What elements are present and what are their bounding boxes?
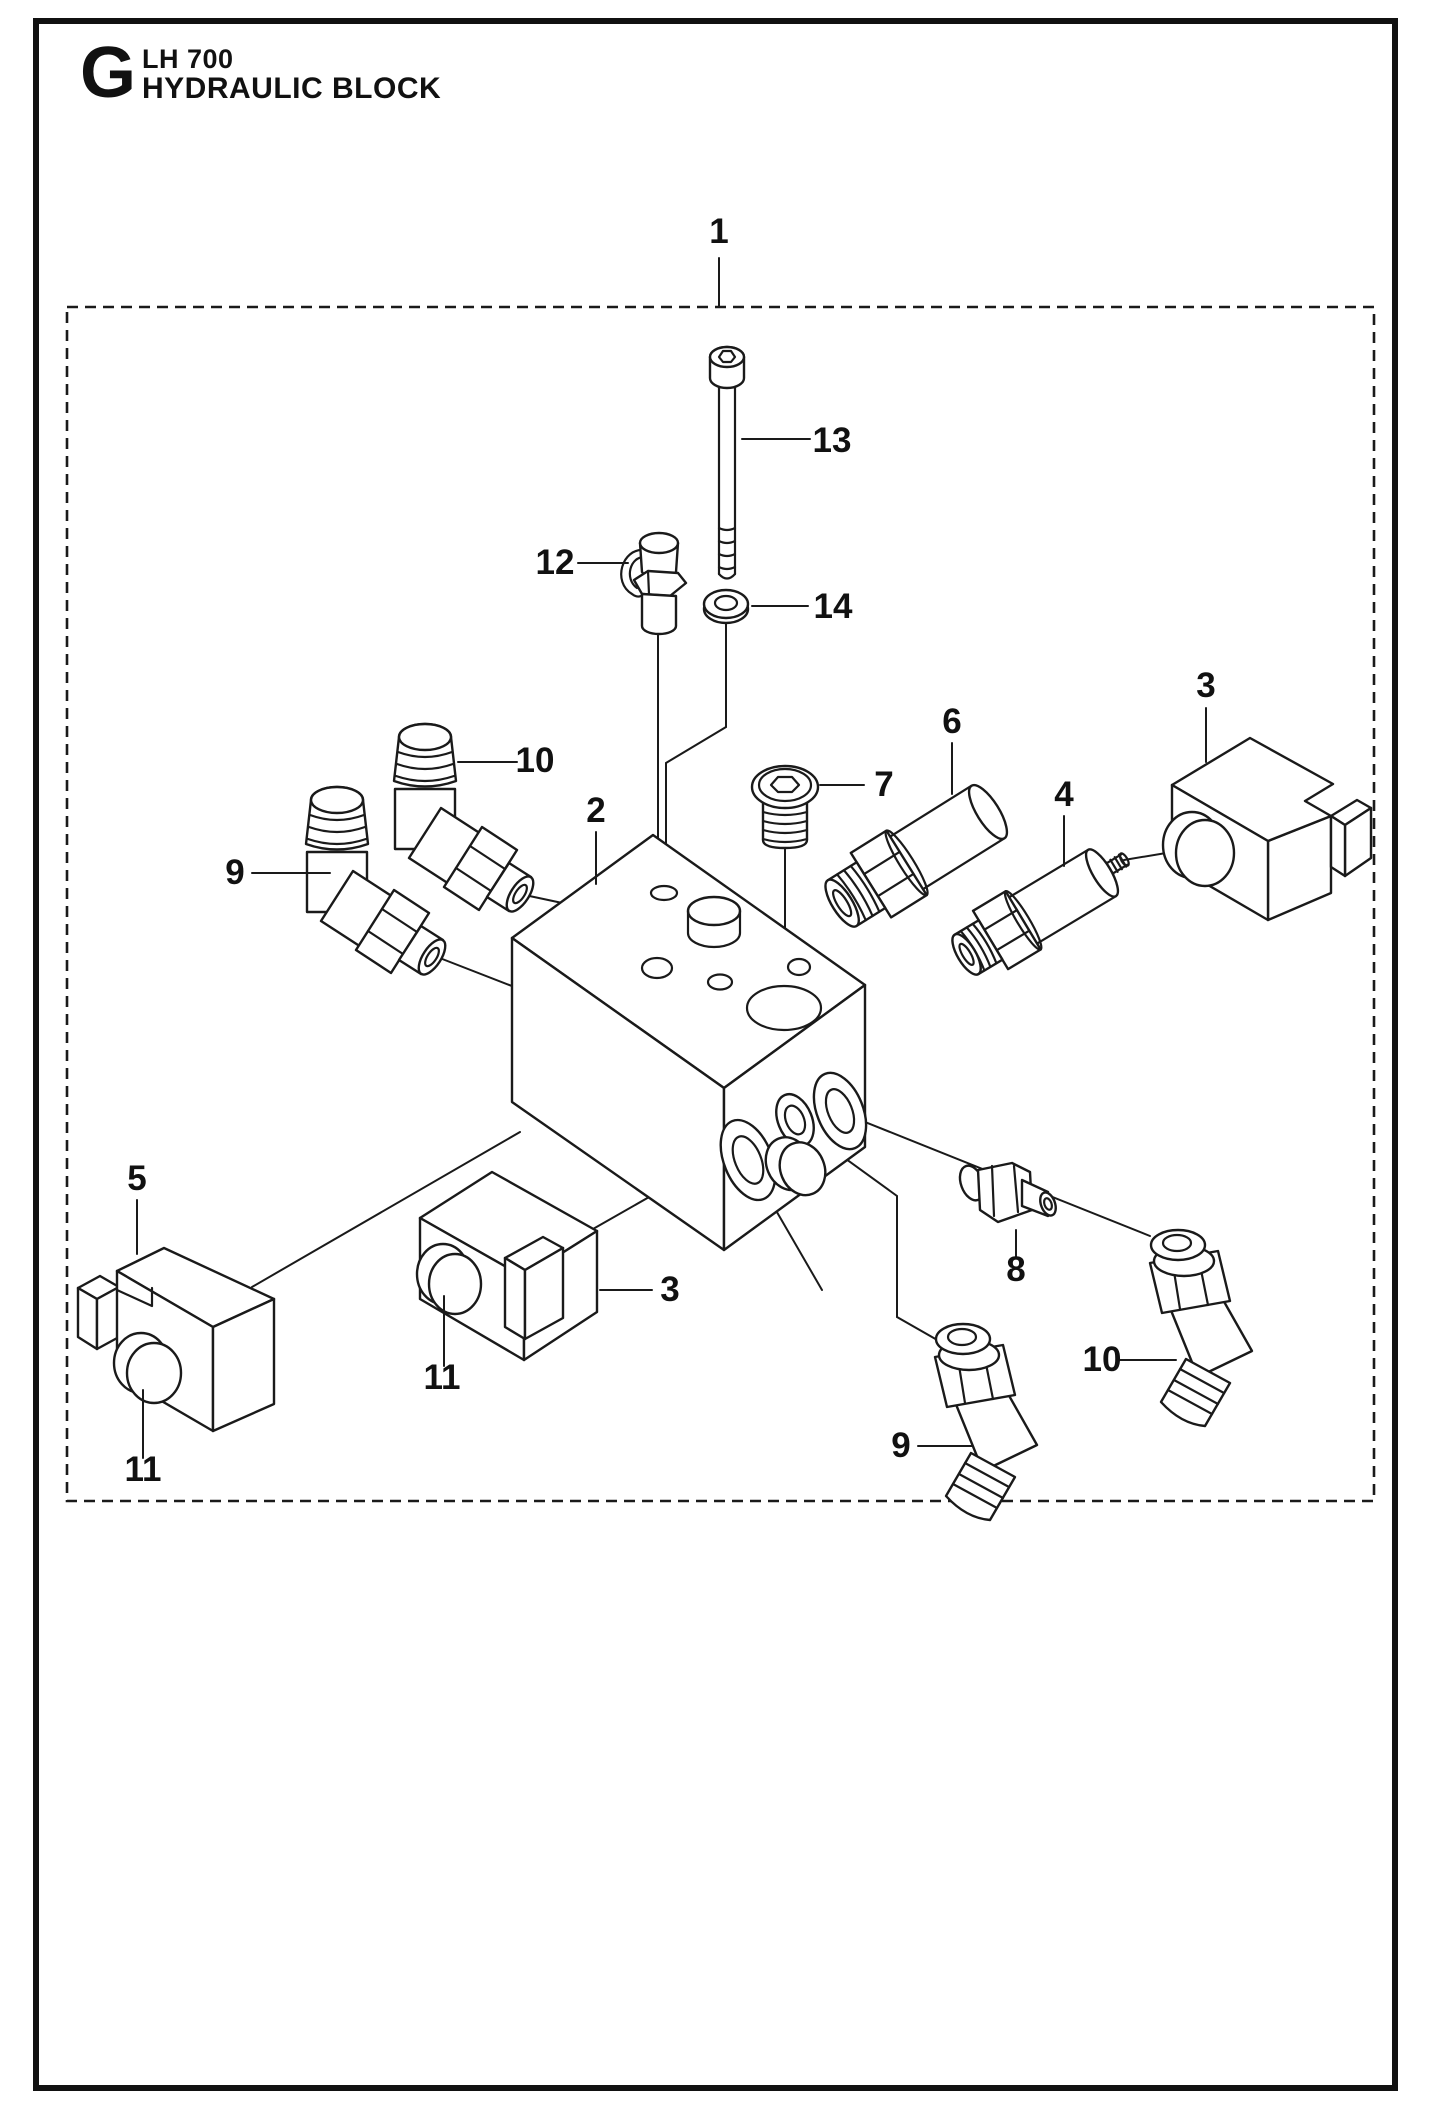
solenoid-block-left	[76, 1246, 276, 1433]
callout-10-top: 10	[516, 741, 555, 780]
callout-13: 13	[813, 421, 852, 460]
callout-8: 8	[1006, 1250, 1025, 1289]
callout-10-bottom: 10	[1083, 1340, 1122, 1379]
hex-socket-plug	[750, 764, 820, 850]
solenoid-block-top-right	[1161, 736, 1373, 922]
callout-12: 12	[536, 543, 575, 582]
socket-screw	[708, 345, 746, 580]
callout-5: 5	[127, 1159, 146, 1198]
elbow-fitting-10-bottom	[1148, 1228, 1254, 1428]
callout-labels: 1 2 3 3 4 5 6 7 8 9 9 10 10 11 11 12 13 …	[125, 212, 1216, 1489]
solenoid-block-bottom	[415, 1170, 599, 1362]
cartridge-valve-6	[824, 783, 1009, 928]
callout-9-top: 9	[225, 853, 244, 892]
coil-boss	[112, 1331, 183, 1405]
coil-boss	[415, 1242, 483, 1316]
model-label: LH 700	[142, 44, 234, 74]
callout-11-left: 11	[125, 1450, 162, 1489]
callout-6: 6	[942, 702, 961, 741]
callout-9-bottom: 9	[891, 1426, 910, 1465]
section-letter: G	[80, 33, 136, 113]
block-top-ports	[640, 884, 823, 1032]
callout-3-top: 3	[1196, 666, 1215, 705]
callout-3-bottom: 3	[660, 1270, 679, 1309]
callout-11-middle: 11	[424, 1358, 461, 1397]
plug-with-clip	[620, 531, 688, 636]
block-side-ports	[719, 1071, 868, 1202]
elbow-fitting-9-bottom	[933, 1322, 1039, 1522]
header: G LH 700 HYDRAULIC BLOCK	[80, 33, 441, 113]
page-title: HYDRAULIC BLOCK	[142, 72, 441, 105]
coil-boss	[1161, 810, 1236, 888]
callout-1: 1	[709, 212, 728, 251]
straight-fitting	[958, 1161, 1057, 1224]
hydraulic-block	[510, 833, 868, 1252]
callout-4: 4	[1054, 775, 1074, 814]
callout-leaders	[136, 257, 1207, 1459]
washer	[702, 588, 750, 625]
callout-14: 14	[814, 587, 853, 626]
callout-7: 7	[874, 765, 893, 804]
page-border	[33, 18, 1398, 2091]
cartridge-valve-4	[951, 848, 1130, 976]
assembly-boundary-box	[65, 305, 1376, 1503]
callout-2: 2	[586, 791, 605, 830]
